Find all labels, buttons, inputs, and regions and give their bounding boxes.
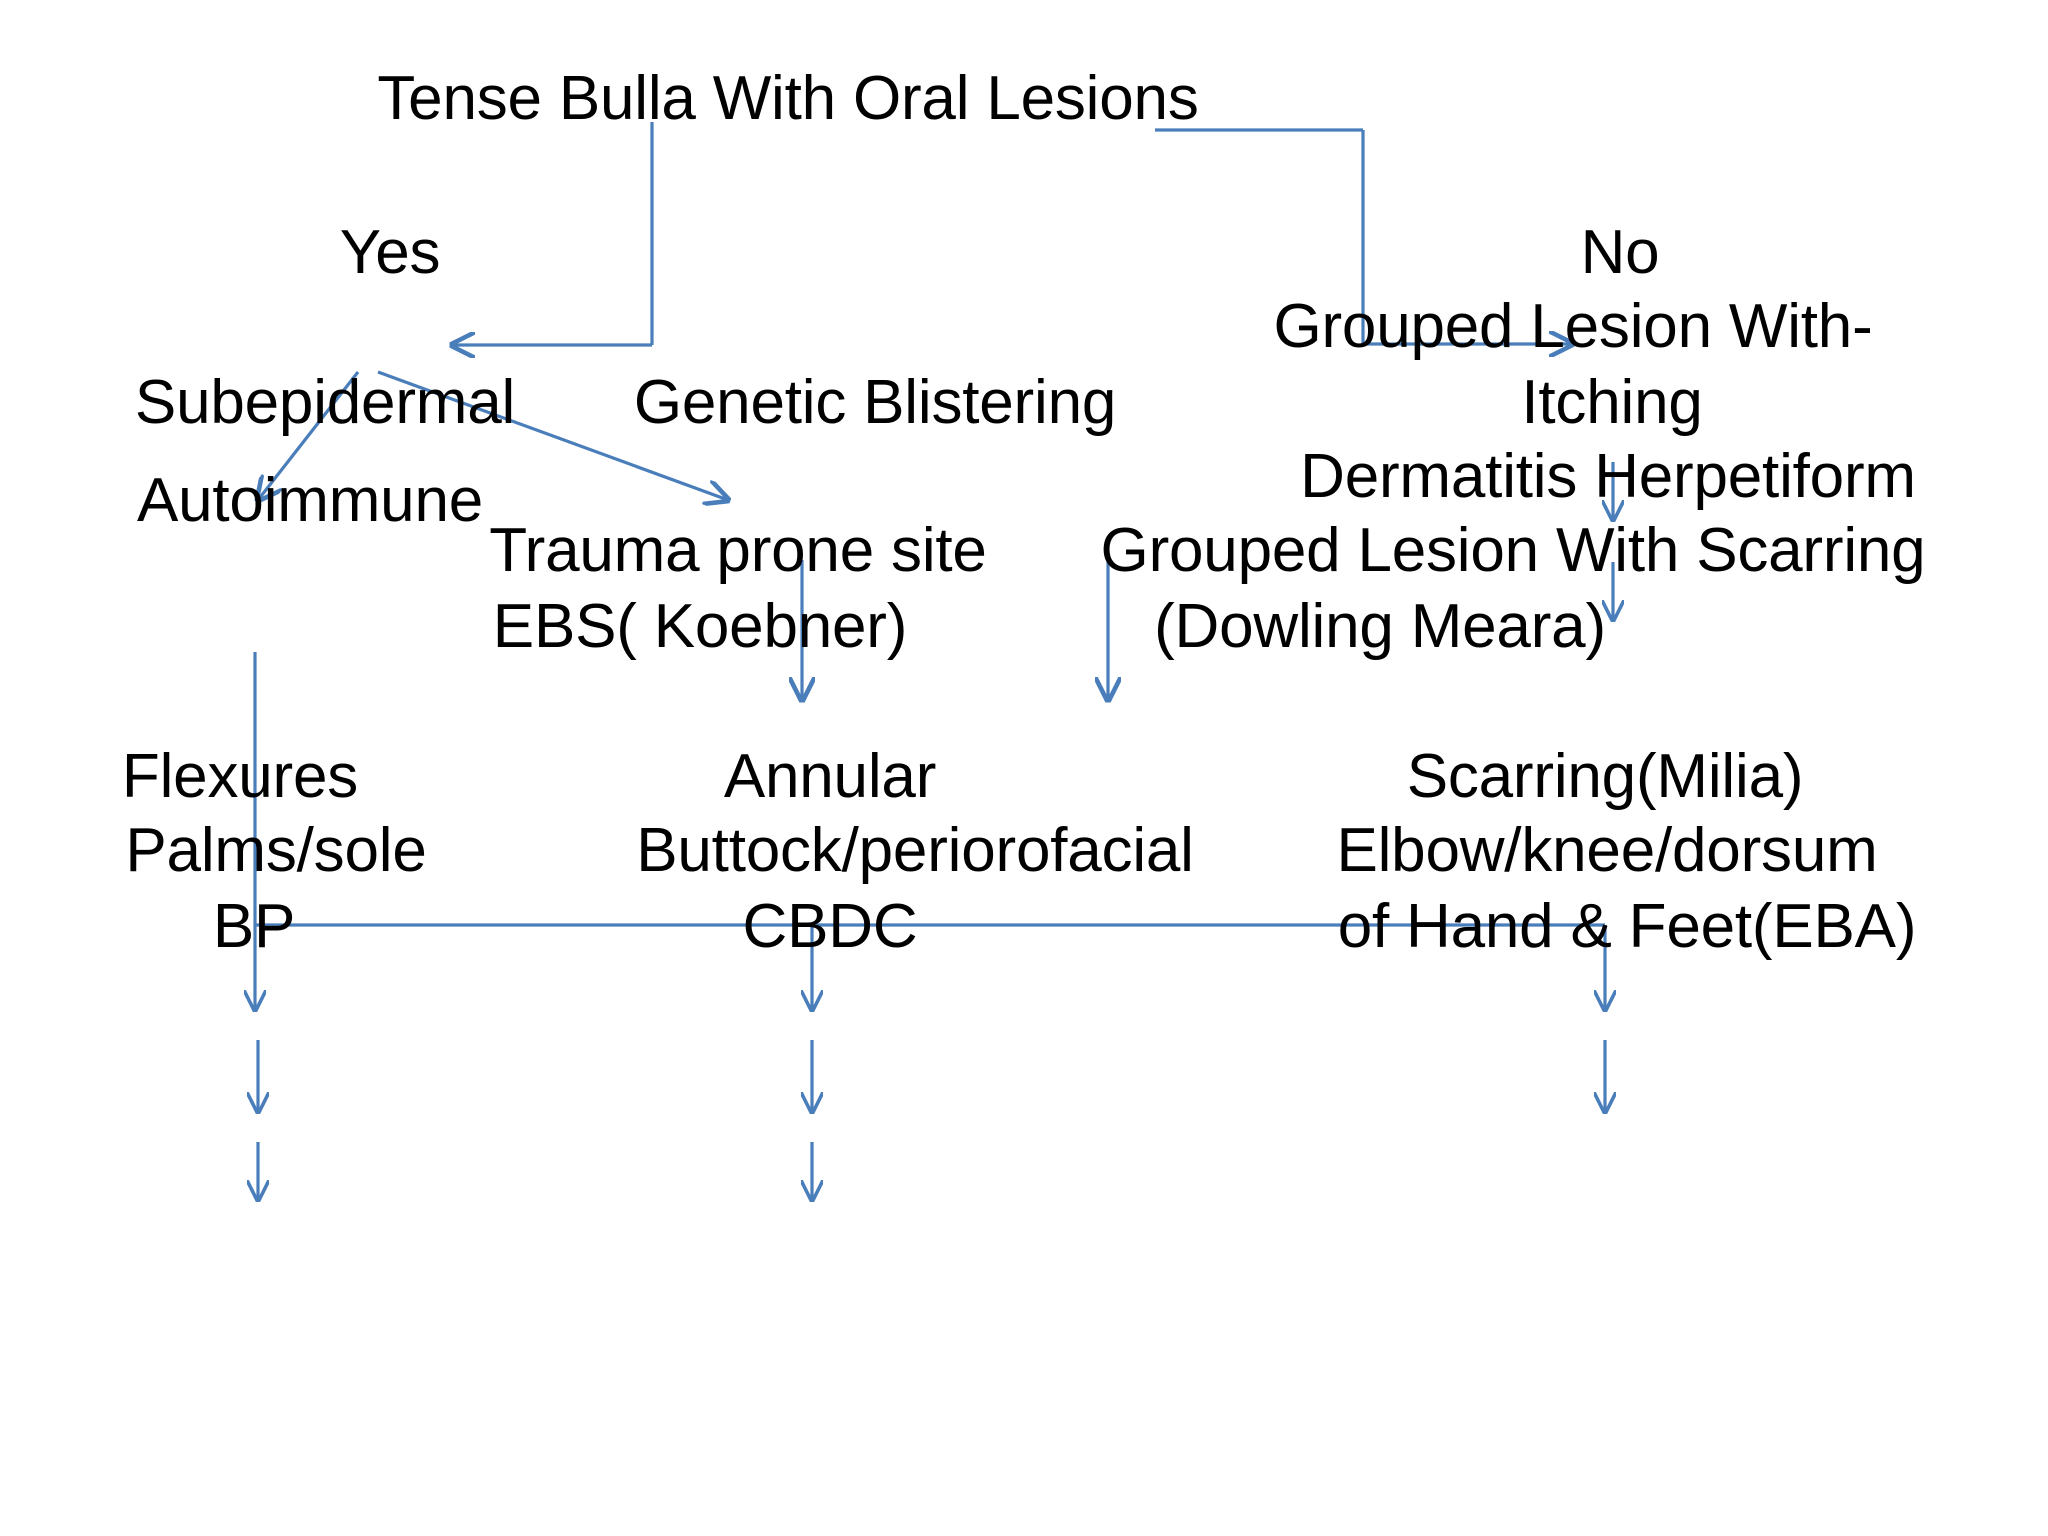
node-ebs-koebner: EBS( Koebner) (492, 592, 908, 661)
node-flexures: Flexures (121, 742, 359, 811)
node-no-label: No (1580, 218, 1660, 287)
node-annular: Annular (723, 742, 937, 811)
node-grouped-lesion-scarring: Grouped Lesion With Scarring (1100, 516, 1926, 585)
node-hand-feet-eba: of Hand & Feet(EBA) (1337, 892, 1917, 961)
node-itching: Itching (1521, 368, 1703, 437)
node-elbow-knee-dorsum: Elbow/knee/dorsum (1336, 816, 1878, 885)
node-subepidermal: Subepidermal (134, 368, 516, 437)
node-dowling-meara: (Dowling Meara) (1154, 592, 1606, 661)
node-root-title: Tense Bulla With Oral Lesions (377, 64, 1199, 133)
node-yes-label: Yes (339, 218, 441, 287)
node-autoimmune: Autoimmune (136, 466, 484, 535)
node-grouped-lesion-with: Grouped Lesion With- (1273, 292, 1873, 361)
node-palms-sole: Palms/sole (125, 816, 427, 885)
node-trauma-prone-site: Trauma prone site (489, 516, 987, 585)
node-genetic-blistering: Genetic Blistering (633, 368, 1117, 437)
node-bp: BP (212, 892, 296, 961)
node-cbdc: CBDC (742, 892, 918, 961)
node-buttock-periorofacial: Buttock/periorofacial (636, 816, 1194, 885)
node-scarring-milia: Scarring(Milia) (1406, 742, 1804, 811)
node-dermatitis-herpetiform: Dermatitis Herpetiform (1300, 442, 1916, 511)
